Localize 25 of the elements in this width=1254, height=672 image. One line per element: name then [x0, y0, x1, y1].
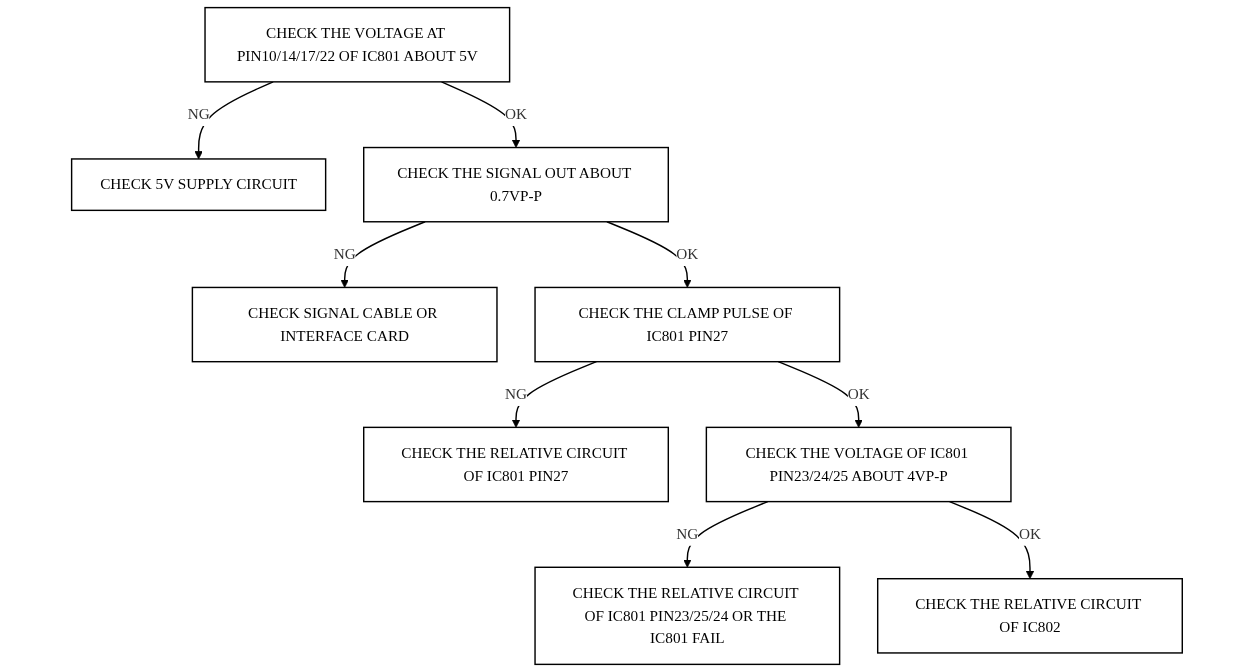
- node-box: CHECK THE RELATIVE CIRCUIT OF IC801 PIN27: [363, 426, 670, 503]
- edge-label: OK: [505, 106, 528, 123]
- edge-label: NG: [187, 106, 210, 123]
- node-box: CHECK THE SIGNAL OUT ABOUT 0.7VP-P: [363, 146, 670, 223]
- arrow: [340, 221, 426, 288]
- edge-label: OK: [676, 246, 699, 263]
- arrow: [440, 81, 521, 148]
- edge-label: OK: [847, 385, 870, 403]
- edge-label: NG: [676, 525, 699, 543]
- arrow: [194, 81, 274, 160]
- node-box: CHECK SIGNAL CABLE OR INTERFACE CARD: [191, 286, 498, 363]
- edge-label: NG: [333, 246, 356, 263]
- edge-label: NG: [505, 385, 528, 403]
- arrow: [511, 360, 598, 428]
- node-box: CHECK THE RELATIVE CIRCUIT OF IC801 PIN23/25/24 OR THE IC801 FAIL: [534, 566, 841, 666]
- node-box: CHECK THE VOLTAGE AT PIN10/14/17/22 OF IC801 ABOUT 5V: [204, 6, 511, 83]
- node-box: CHECK THE CLAMP PULSE OF IC801 PIN27: [534, 286, 841, 363]
- arrow: [606, 221, 692, 288]
- arrow: [683, 500, 769, 568]
- arrow: [948, 500, 1035, 580]
- node-box: CHECK THE VOLTAGE OF IC801 PIN23/24/25 ABOUT 4VP-P: [705, 426, 1012, 503]
- node-box: CHECK 5V SUPPLY CIRCUIT: [70, 158, 327, 212]
- arrow: [777, 360, 863, 428]
- node-box: CHECK THE RELATIVE CIRCUIT OF IC802: [877, 578, 1184, 654]
- edge-label: OK: [1019, 525, 1042, 543]
